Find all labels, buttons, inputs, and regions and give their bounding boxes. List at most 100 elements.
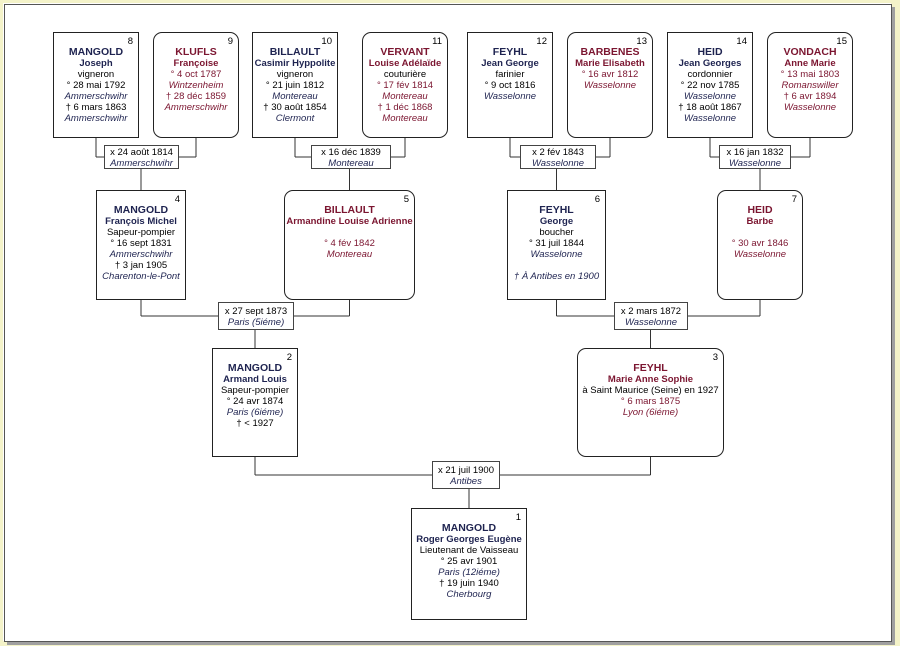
- person-event: ° 31 juil 1844: [528, 238, 585, 249]
- person-event: Clermont: [275, 113, 315, 124]
- person-number: 10: [321, 36, 332, 47]
- person-event: ° 30 avr 1846: [731, 238, 789, 249]
- person-event: † 18 août 1867: [678, 102, 742, 113]
- person-event: ° 6 mars 1875: [620, 396, 681, 407]
- marriage-place: Wasselonne: [728, 158, 782, 169]
- person-event: ° 4 oct 1787: [170, 69, 222, 80]
- person-event: † 6 mars 1863: [65, 102, 127, 113]
- person-occupation: boucher: [539, 227, 574, 238]
- person-given-name: Casimir Hyppolite: [254, 58, 336, 69]
- person-given-name: Anne Marie: [784, 58, 836, 69]
- person-number: 4: [174, 194, 180, 205]
- person-number: 13: [636, 36, 647, 47]
- person-event: † 19 juin 1940: [439, 578, 499, 589]
- marriage-date: x 2 mars 1872: [620, 306, 682, 317]
- marriage-place: Antibes: [450, 476, 482, 487]
- marriage-date: x 21 juil 1900: [438, 465, 494, 476]
- person-surname: VERVANT: [380, 46, 430, 58]
- person-occupation: vigneron: [276, 69, 314, 80]
- person-surname: BARBENES: [580, 46, 640, 58]
- person-event: Wasselonne: [530, 249, 583, 260]
- marriage-place: Ammerschwihr: [110, 158, 173, 169]
- person-surname: MANGOLD: [68, 46, 124, 58]
- person-number: 14: [736, 36, 747, 47]
- person-given-name: Barbe: [746, 216, 774, 227]
- marriage-date: x 24 août 1814: [110, 147, 173, 158]
- person-event: Wasselonne: [683, 113, 737, 124]
- person-number: 6: [594, 194, 600, 205]
- person-event: Ammerschwihr: [164, 102, 228, 113]
- person-event: ° 16 avr 1812: [581, 69, 639, 80]
- person-occupation: farinier: [495, 69, 525, 80]
- person-event: Ammerschwihr: [109, 249, 173, 260]
- person-event: Wasselonne: [733, 249, 787, 260]
- person-event: Wasselonne: [783, 102, 837, 113]
- person-number: 8: [127, 36, 133, 47]
- person-occupation: cordonnier: [687, 69, 733, 80]
- person-number: 7: [791, 194, 797, 205]
- person-given-name: Jean George: [481, 58, 539, 69]
- person-event: Montereau: [382, 113, 428, 124]
- person-surname: KLUFLS: [175, 46, 217, 58]
- person-given-name: François Michel: [105, 216, 177, 227]
- person-event: ° 25 avr 1901: [440, 556, 498, 567]
- person-number: 1: [515, 512, 521, 523]
- person-given-name: Louise Adélaïde: [368, 58, 442, 69]
- person-event: ° 4 fév 1842: [324, 238, 375, 249]
- marriage-place: Wasselonne: [624, 317, 678, 328]
- person-event: Montereau: [382, 91, 428, 102]
- person-surname: MANGOLD: [227, 362, 283, 374]
- person-event: Montereau: [272, 91, 318, 102]
- person-event: Lyon (6iéme): [622, 407, 679, 418]
- person-event: ° 16 sept 1831: [110, 238, 172, 249]
- person-given-name: Roger Georges Eugène: [416, 534, 522, 545]
- person-event: † 3 jan 1905: [114, 260, 168, 271]
- person-event: Wasselonne: [583, 80, 637, 91]
- person-surname: MANGOLD: [113, 204, 169, 216]
- marriage-place: Paris (5iéme): [227, 317, 285, 328]
- person-event: Cherbourg: [446, 589, 492, 600]
- person-occupation: Sapeur-pompier: [106, 227, 176, 238]
- person-number: 5: [403, 194, 409, 205]
- person-surname: FEYHL: [492, 46, 528, 58]
- person-occupation: à Saint Maurice (Seine) en 1927: [582, 385, 719, 396]
- person-surname: VONDACH: [783, 46, 837, 58]
- person-given-name: Armand Louis: [223, 374, 287, 385]
- person-event: ° 21 juin 1812: [265, 80, 325, 91]
- marriage-date: x 2 fév 1843: [532, 147, 584, 158]
- person-given-name: Marie Anne Sophie: [607, 374, 694, 385]
- person-event: † 1 déc 1868: [377, 102, 433, 113]
- person-event: ° 13 mai 1803: [780, 69, 840, 80]
- person-event: ° 9 oct 1816: [484, 80, 536, 91]
- person-occupation: Lieutenant de Vaisseau: [419, 545, 519, 556]
- person-given-name: Armandine Louise Adrienne: [286, 216, 413, 227]
- person-given-name: George: [539, 216, 574, 227]
- person-surname: HEID: [747, 204, 773, 216]
- person-surname: HEID: [697, 46, 723, 58]
- person-event: ° 28 mai 1792: [66, 80, 126, 91]
- person-event: ° 17 fév 1814: [376, 80, 434, 91]
- person-number: 11: [432, 36, 442, 47]
